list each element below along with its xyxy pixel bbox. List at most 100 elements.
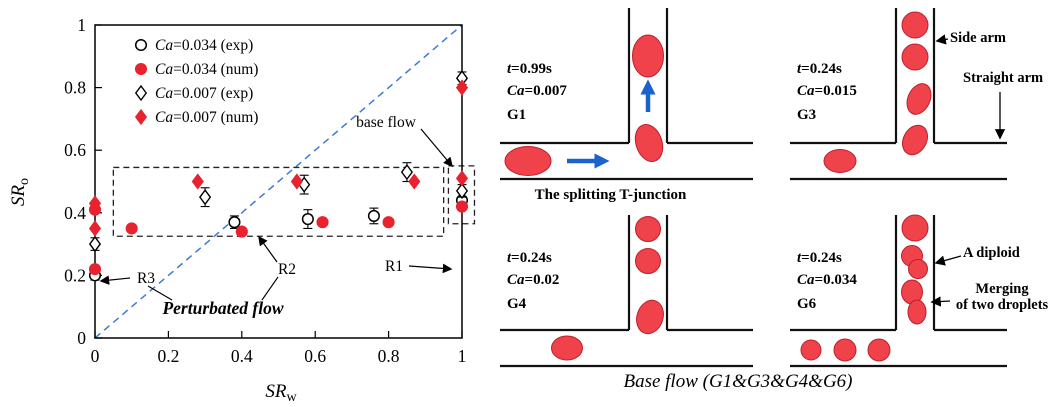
legend-entry: Ca=0.007 (num) — [134, 108, 258, 126]
y-tick-label: 0 — [77, 328, 86, 348]
time-var: t — [507, 250, 512, 266]
y-tick-label: 0.2 — [64, 265, 86, 285]
x-tick-label: 0.8 — [378, 346, 400, 366]
x-tick-label: 0.4 — [231, 346, 253, 366]
ca-var: Ca — [507, 83, 525, 99]
droplet — [906, 83, 932, 115]
diploid-arrow — [934, 255, 962, 266]
perturbated-flow-box — [112, 166, 445, 237]
base-flow-caption: Base flow (G1&G3&G4&G6) — [623, 371, 853, 392]
droplet — [635, 216, 661, 242]
g1-time-label: t=0.99s — [507, 61, 552, 78]
marker — [455, 200, 469, 213]
annotation-arrow — [258, 235, 278, 263]
y-tick-label: 0.6 — [64, 140, 86, 160]
tjunction-panels — [500, 8, 1007, 368]
droplet — [833, 338, 857, 362]
legend-label: Ca=0.007 (num) — [155, 109, 258, 126]
merging-arrow — [930, 296, 951, 307]
g1-flow-arrows — [567, 79, 656, 169]
annotation-arrow — [420, 128, 453, 168]
droplet — [901, 43, 929, 71]
series-ca-0-007-exp- — [88, 70, 469, 253]
marker — [125, 222, 138, 235]
marker — [199, 188, 212, 206]
marker — [235, 225, 248, 238]
marker — [455, 182, 469, 200]
g6-time-label: t=0.24s — [797, 250, 842, 267]
marker — [134, 38, 148, 52]
callout-arrows — [930, 34, 1006, 307]
g4-channel-walls — [500, 215, 753, 368]
marker — [290, 173, 303, 190]
x-tick-label: 0.2 — [157, 346, 179, 366]
diploid-label: A diploid — [963, 245, 1020, 261]
g6-channel-walls — [790, 215, 1007, 368]
time-value: =0.24s — [801, 250, 842, 266]
legend-entry: Ca=0.034 (num) — [134, 61, 258, 78]
g3-channel-walls — [790, 8, 1007, 181]
droplet — [551, 335, 583, 361]
g4-time-label: t=0.24s — [507, 250, 552, 267]
g1-id-label: G1 — [507, 107, 527, 123]
merging-label-line1: Merging — [975, 281, 1029, 297]
y-tick-label: 0.4 — [64, 203, 86, 223]
droplet — [901, 11, 929, 39]
droplet — [635, 248, 661, 274]
g1-channel-walls — [500, 8, 753, 181]
merging-label-line2: of two droplets — [955, 297, 1049, 314]
series-ca-0-007-num- — [88, 79, 469, 237]
g6-droplets — [800, 214, 929, 362]
marker — [455, 170, 469, 187]
annotation-r3: R3 — [137, 270, 155, 287]
g6-ca-label: Ca=0.034 — [797, 272, 857, 289]
annotation-base-flow: base flow — [356, 114, 417, 131]
connector-line — [147, 285, 173, 301]
annotation-arrow — [408, 263, 453, 274]
x-tick-label: 1 — [458, 346, 467, 366]
g3-id-label: G3 — [797, 107, 817, 123]
droplet — [901, 214, 929, 242]
marker — [88, 235, 102, 253]
ca-var: Ca — [797, 83, 815, 99]
legend-entry: Ca=0.034 (exp) — [134, 37, 253, 54]
time-value: =0.24s — [801, 61, 842, 77]
marker — [88, 263, 102, 276]
straight-arm-label: Straight arm — [963, 70, 1044, 86]
droplet — [800, 339, 822, 361]
series-ca-0-034-num- — [88, 200, 469, 276]
g4-id-label: G4 — [507, 296, 527, 312]
x-tick-label: 0.6 — [304, 346, 326, 366]
annotation-r1: R1 — [385, 258, 403, 275]
legend-entry: Ca=0.007 (exp) — [134, 84, 253, 102]
g3-ca-label: Ca=0.015 — [797, 83, 857, 100]
ca-value: =0.007 — [524, 83, 567, 99]
droplet-merging — [907, 299, 927, 325]
y-axis-label: SRo — [8, 178, 32, 206]
x-tick-label: 0 — [91, 346, 100, 366]
g4-droplets — [551, 216, 664, 361]
ca-var: Ca — [797, 272, 815, 288]
legend-label: Ca=0.034 (exp) — [155, 37, 253, 54]
marker — [301, 213, 314, 226]
legend-label: Ca=0.034 (num) — [155, 61, 258, 78]
time-var: t — [797, 250, 802, 266]
droplet — [902, 124, 928, 156]
droplet-diploid — [908, 259, 928, 279]
time-var: t — [507, 61, 512, 77]
ca-value: =0.02 — [524, 272, 560, 288]
time-var: t — [797, 61, 802, 77]
marker — [367, 209, 380, 222]
marker — [134, 84, 148, 102]
droplet — [632, 34, 664, 78]
droplet — [823, 149, 857, 173]
g6-id-label: G6 — [797, 296, 817, 312]
marker — [382, 216, 395, 229]
g1-droplets — [504, 34, 664, 176]
droplet — [504, 146, 552, 176]
identity-line — [94, 24, 463, 339]
droplet — [634, 123, 664, 163]
annotation-arrow — [99, 275, 131, 285]
